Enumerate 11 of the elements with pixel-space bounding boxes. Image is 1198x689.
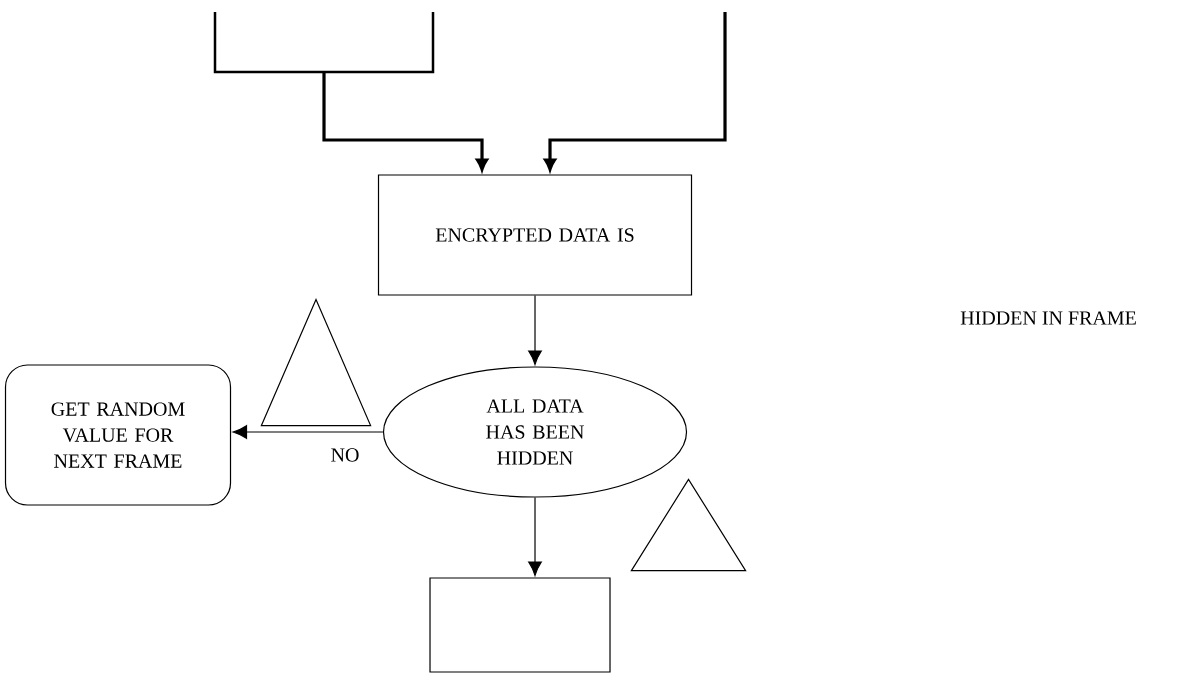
rounded-box: GET RANDOM VALUE FOR NEXT FRAME (4, 364, 232, 506)
box (429, 577, 611, 673)
triangle (630, 478, 747, 572)
arrow (528, 295, 542, 365)
process-box: ENCRYPTED DATA IS (377, 174, 693, 296)
triangle (260, 297, 372, 427)
box (213, 12, 435, 74)
arrow (528, 497, 542, 576)
arrow (232, 425, 384, 439)
edge-label: NO (328, 446, 362, 464)
label: HIDDEN IN FRAME (960, 311, 1136, 325)
